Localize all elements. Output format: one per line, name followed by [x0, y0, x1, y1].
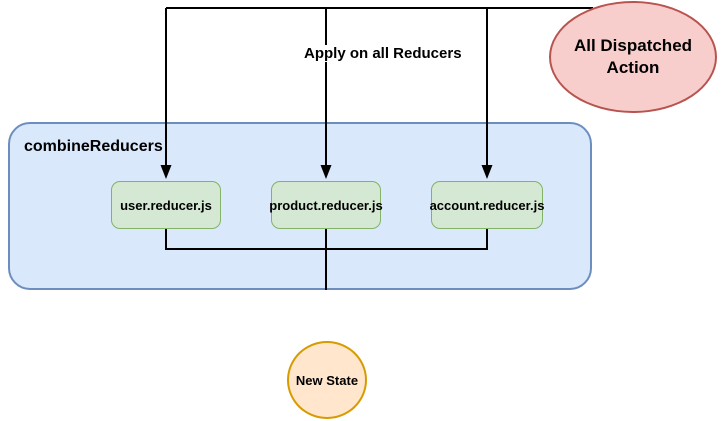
reducer-node-product: product.reducer.js [269, 181, 383, 229]
all-dispatched-action-label: All Dispatched Action [573, 35, 693, 77]
all-dispatched-action-node: All Dispatched Action [549, 1, 717, 113]
new-state-label: New State [295, 372, 359, 388]
reducer-node-account: account.reducer.js [429, 181, 545, 229]
reducer-user-label: user.reducer.js [120, 197, 212, 213]
reducer-account-label: account.reducer.js [429, 197, 545, 213]
new-state-node: New State [287, 341, 367, 419]
apply-on-all-reducers-label: Apply on all Reducers [302, 45, 464, 62]
combine-reducers-label: combineReducers [24, 138, 163, 155]
reducer-product-label: product.reducer.js [269, 197, 383, 213]
reducer-node-user: user.reducer.js [111, 181, 221, 229]
